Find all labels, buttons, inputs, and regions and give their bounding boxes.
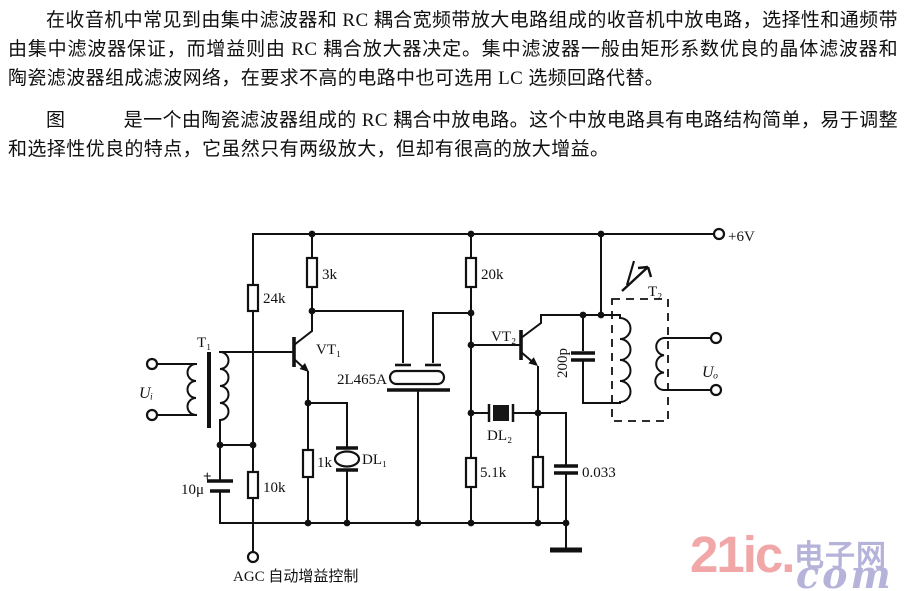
agc-terminal: [246, 550, 260, 564]
ground-rail: [219, 519, 582, 553]
resistor-3k: [305, 256, 319, 289]
label-resistor-5k1: 5.1k: [480, 465, 507, 481]
label-vt1: VT₁: [316, 342, 341, 358]
label-2l465a: 2L465A: [337, 372, 387, 388]
label-resistor-3k: 3k: [322, 267, 338, 283]
filter-body: [388, 369, 446, 386]
label-vt2: VT₂: [491, 329, 516, 345]
label-capacitor-10u: 10μ: [181, 482, 204, 498]
bias-agc-branch: 24k 10k: [216, 233, 286, 564]
watermark-site-name: 电子网: [794, 540, 887, 573]
input-terminal-top: [145, 357, 159, 371]
adjustable-core-arrow: [621, 260, 653, 292]
resistor-5k1: [464, 456, 478, 489]
watermark-tld: com: [796, 552, 894, 591]
label-plus: +: [203, 469, 212, 485]
output-terminal-top: [709, 331, 723, 345]
t2-primary-winding: [618, 316, 632, 404]
supply-terminal: [712, 227, 726, 241]
label-dl1: DL₁: [362, 452, 387, 468]
resistor-20k: [464, 256, 478, 289]
label-capacitor-200p: 200p: [555, 348, 571, 378]
filter-dl1-element: [333, 450, 361, 468]
label-resistor-1k: 1k: [317, 455, 333, 471]
vt2-emitter-arrow: [528, 357, 538, 366]
label-supply: +6V: [728, 229, 755, 245]
watermark: 21ic. 电子网 com: [690, 526, 907, 591]
input-terminal-bottom: [145, 408, 159, 422]
base-divider-vt2: 20k 5.1k: [464, 233, 507, 524]
label-input: Uᵢ: [139, 385, 153, 402]
output-tank: 200p: [540, 233, 621, 404]
output-terminal-bottom: [709, 383, 723, 397]
label-agc: AGC 自动增益控制: [233, 568, 358, 585]
label-t1: T₁: [197, 335, 211, 351]
label-t2: T₂: [648, 284, 662, 300]
t1-secondary-winding: [218, 350, 230, 422]
resistor-24k: [246, 283, 260, 313]
transistor-vt2: VT₂: [470, 314, 542, 417]
resistor-1k: [301, 448, 315, 479]
transistor-vt1: 3k VT₁: [292, 233, 341, 407]
label-resistor-24k: 24k: [263, 291, 286, 307]
transformer-t2: T₂ Uₒ: [611, 260, 723, 422]
t2-secondary-winding: [654, 336, 666, 392]
label-output: Uₒ: [702, 364, 719, 381]
ceramic-filter-2l465a: 2L465A: [311, 309, 475, 524]
paragraph-2: 图 是一个由陶瓷滤波器组成的 RC 耦合中放电路。这个中放电路具有电路结构简单，…: [8, 110, 898, 160]
emitter-network-vt2: 0.033: [531, 412, 616, 524]
label-capacitor-0033: 0.033: [582, 465, 616, 481]
label-dl2: DL₂: [487, 428, 512, 444]
filter-dl2: DL₂: [470, 404, 539, 444]
paragraph-1: 在收音机中常见到由集中滤波器和 RC 耦合宽频带放大电路组成的收音机中放电路，选…: [8, 10, 898, 89]
label-resistor-20k: 20k: [481, 267, 504, 283]
filter-dl2-element: [493, 405, 509, 421]
transformer-t1: T₁ Uᵢ: [139, 335, 293, 446]
capacitor-10u: 10μ +: [181, 444, 233, 524]
t1-primary-winding: [186, 362, 198, 417]
watermark-brand: 21ic.: [690, 526, 795, 583]
power-rail: [252, 227, 726, 241]
emitter-network-vt1: 1k DL₁: [301, 402, 387, 524]
text-block: 在收音机中常见到由集中滤波器和 RC 耦合宽频带放大电路组成的收音机中放电路，选…: [8, 6, 898, 164]
resistor-10k: [246, 470, 260, 500]
vt1-emitter-arrow: [299, 363, 309, 372]
resistor-emitter2: [531, 455, 545, 489]
label-resistor-10k: 10k: [263, 480, 286, 496]
t2-shield-box: [611, 298, 669, 422]
